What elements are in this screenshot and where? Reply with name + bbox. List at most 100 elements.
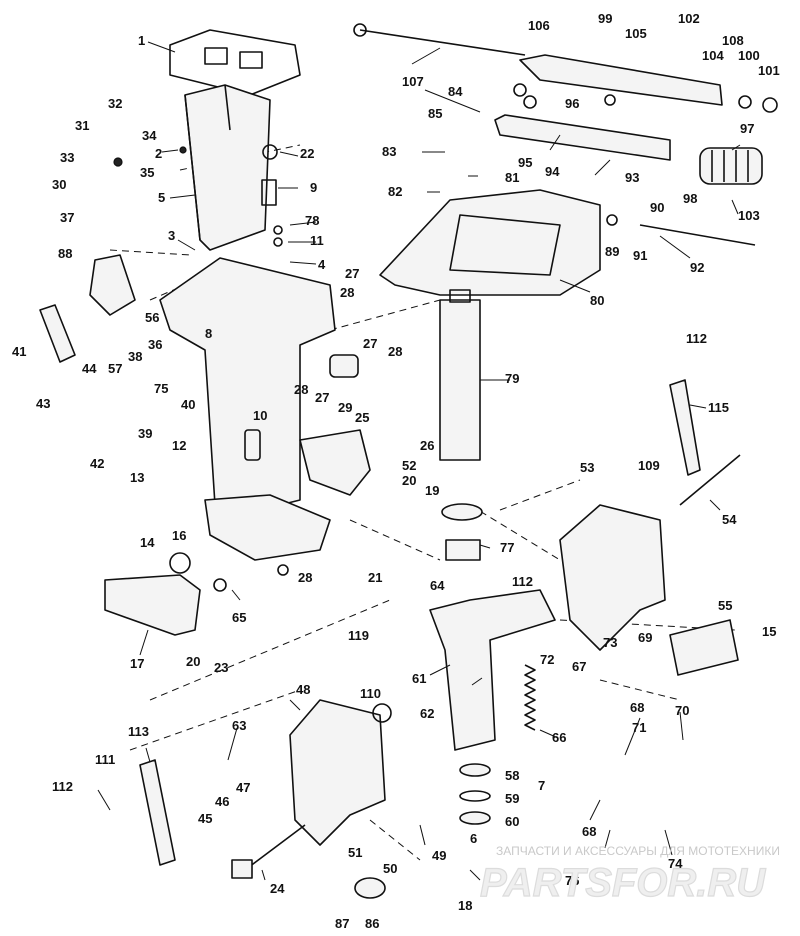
callout-43: 43 — [36, 396, 50, 411]
leader-lines — [97, 41, 741, 881]
callout-93: 93 — [625, 170, 639, 185]
callout-87: 87 — [335, 916, 349, 931]
callout-18: 18 — [458, 898, 472, 913]
callout-105: 105 — [625, 26, 647, 41]
callout-50: 50 — [383, 861, 397, 876]
callout-1: 1 — [138, 33, 145, 48]
tilt-lever-113 — [139, 759, 176, 866]
callout-54: 54 — [722, 512, 737, 527]
callout-74: 74 — [668, 856, 683, 871]
callout-26: 26 — [420, 438, 434, 453]
callout-112c: 112 — [52, 779, 73, 794]
callout-56: 56 — [145, 310, 159, 325]
callout-31: 31 — [75, 118, 89, 133]
steering-handle-94 — [494, 114, 671, 161]
callout-75: 75 — [154, 381, 168, 396]
callout-108: 108 — [722, 33, 744, 48]
callout-96: 96 — [565, 96, 579, 111]
plate-87 — [354, 877, 386, 899]
watermark: ЗАПЧАСТИ И АКСЕССУАРЫ ДЛЯ МОТОТЕХНИКИ PA… — [479, 844, 780, 906]
callout-65: 65 — [232, 610, 246, 625]
callout-11: 11 — [310, 233, 324, 248]
callout-28b: 28 — [388, 344, 402, 359]
callout-104: 104 — [702, 48, 724, 63]
callout-59: 59 — [505, 791, 519, 806]
watermark-caption: ЗАПЧАСТИ И АКСЕССУАРЫ ДЛЯ МОТОТЕХНИКИ — [496, 844, 780, 858]
callout-72: 72 — [540, 652, 554, 667]
callout-63: 63 — [232, 718, 246, 733]
callout-109: 109 — [638, 458, 660, 473]
callout-2: 2 — [155, 146, 162, 161]
callout-29: 29 — [338, 400, 352, 415]
callout-6: 6 — [470, 831, 477, 846]
callout-113: 113 — [128, 724, 149, 739]
callout-28c: 28 — [294, 382, 308, 397]
callout-66: 66 — [552, 730, 566, 745]
callout-73: 73 — [603, 635, 617, 650]
callout-48: 48 — [296, 682, 310, 697]
callout-32: 32 — [108, 96, 122, 111]
cover-17 — [104, 574, 201, 636]
callout-20b: 20 — [186, 654, 200, 669]
callout-41: 41 — [12, 344, 26, 359]
callout-5: 5 — [158, 190, 165, 205]
callout-33: 33 — [60, 150, 74, 165]
callout-76: 76 — [565, 873, 579, 888]
callout-47: 47 — [236, 780, 250, 795]
callout-51: 51 — [348, 845, 362, 860]
callout-112b: 112 — [512, 574, 533, 589]
bushings-77 — [441, 503, 483, 561]
callout-78: 78 — [305, 213, 319, 228]
spring-7 — [524, 664, 536, 731]
callout-14: 14 — [140, 535, 155, 550]
tilt-lever-115 — [669, 379, 701, 476]
callout-69: 69 — [638, 630, 652, 645]
callout-97: 97 — [740, 121, 754, 136]
callout-10: 10 — [253, 408, 267, 423]
callout-42: 42 — [90, 456, 104, 471]
watermark-logo: PARTSFOR.RU — [480, 861, 766, 905]
callout-77: 77 — [500, 540, 514, 555]
callout-68: 68 — [630, 700, 644, 715]
callout-4: 4 — [318, 257, 326, 272]
callout-12: 12 — [172, 438, 186, 453]
callout-61: 61 — [412, 671, 426, 686]
callout-7: 7 — [538, 778, 545, 793]
grip-97 — [699, 147, 763, 185]
clamp-bracket-53 — [559, 504, 666, 651]
callout-35: 35 — [140, 165, 154, 180]
callout-58: 58 — [505, 768, 519, 783]
rings-58-60 — [459, 763, 491, 825]
callout-84: 84 — [448, 84, 463, 99]
callout-83: 83 — [382, 144, 396, 159]
callout-91: 91 — [633, 248, 647, 263]
callout-44: 44 — [82, 361, 97, 376]
plate-55 — [669, 619, 739, 676]
callout-79: 79 — [505, 371, 519, 386]
callout-28d: 28 — [298, 570, 312, 585]
callout-21: 21 — [368, 570, 382, 585]
rod-92 — [639, 224, 756, 246]
support-25 — [299, 429, 371, 496]
tiller-105 — [519, 54, 723, 106]
callout-98: 98 — [683, 191, 697, 206]
callout-81: 81 — [505, 170, 519, 185]
callout-86: 86 — [365, 916, 379, 931]
callout-101: 101 — [758, 63, 780, 78]
callout-40: 40 — [181, 397, 195, 412]
callout-95: 95 — [518, 155, 532, 170]
callout-55: 55 — [718, 598, 732, 613]
exhaust-housing-5 — [184, 84, 271, 251]
callout-22: 22 — [300, 146, 314, 161]
callout-110: 110 — [360, 686, 381, 701]
callout-99: 99 — [598, 11, 612, 26]
callout-34: 34 — [142, 128, 157, 143]
callout-62: 62 — [420, 706, 434, 721]
callout-38: 38 — [128, 349, 142, 364]
callout-80: 80 — [590, 293, 604, 308]
callout-102: 102 — [678, 11, 700, 26]
callout-89: 89 — [605, 244, 619, 259]
callout-100: 100 — [738, 48, 760, 63]
callout-111: 111 — [95, 752, 115, 767]
